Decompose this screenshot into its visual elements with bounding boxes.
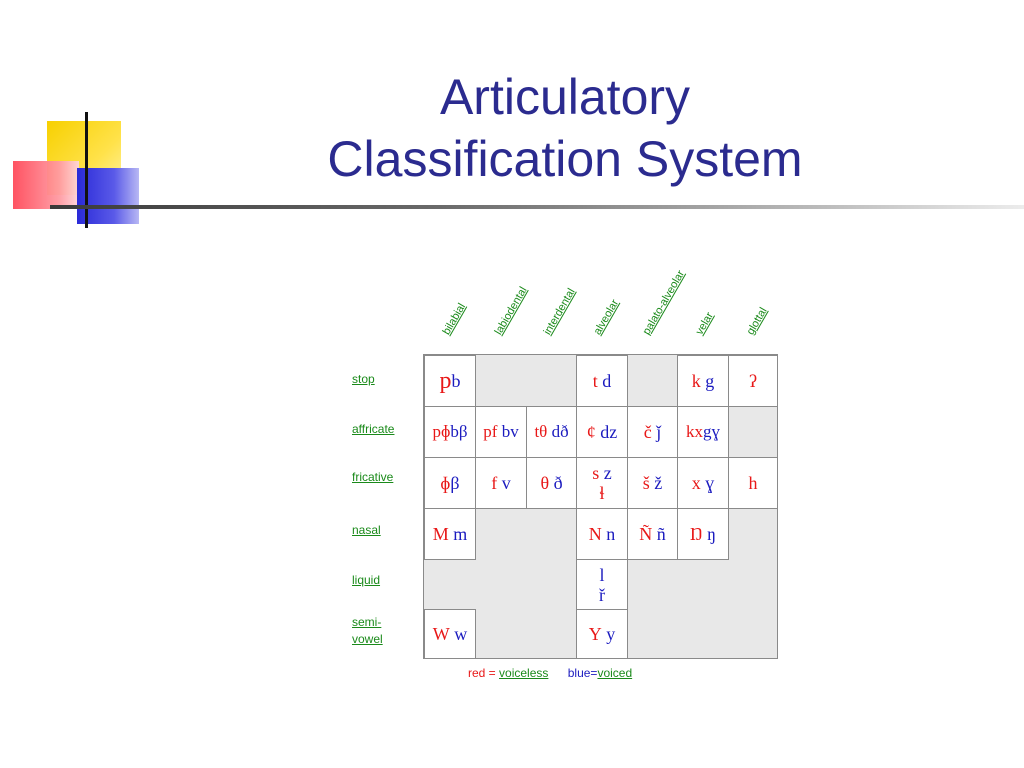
column-header-velar[interactable]: velar — [693, 310, 716, 337]
column-header-bilabial[interactable]: bilabial — [440, 301, 469, 337]
cell-stop-glottal: ʔ — [728, 355, 778, 407]
legend-red-label: red = — [468, 666, 496, 680]
cell-fricative-alveolar: s z ɬ — [576, 457, 628, 509]
legend-blue-label: blue= — [567, 666, 598, 680]
horizontal-rule-decoration — [50, 205, 1024, 209]
cell-fricative-velar: x ɣ — [677, 457, 729, 509]
legend-voiceless-link[interactable]: voiceless — [499, 666, 549, 680]
row-label-liquid[interactable]: liquid — [352, 573, 381, 587]
cell-affricate-palato-alveolar: č ǰ — [627, 406, 678, 458]
cell-nasal-alveolar: N n — [576, 508, 628, 560]
cell-fricative-labiodental: f v — [475, 457, 527, 509]
cell-fricative-palato-alveolar: š ž — [627, 457, 678, 509]
fricative-alveolar-lateral: ɬ — [599, 483, 605, 503]
cell-nasal-bilabial: M m — [424, 508, 476, 560]
liquid-l: l — [599, 565, 605, 585]
color-legend: red = voiceless blue=voiced — [468, 666, 632, 680]
cell-stop-alveolar: t d — [576, 355, 628, 407]
cell-nasal-velar: Ŋ ŋ — [677, 508, 729, 560]
red-block-decoration — [13, 161, 79, 209]
fricative-alveolar-stack: s z ɬ — [592, 463, 612, 503]
cell-stop-velar: k g — [677, 355, 729, 407]
cell-fricative-interdental: θ ð — [526, 457, 577, 509]
title-line-1: Articulatory — [439, 69, 691, 125]
column-header-palato-alveolar[interactable]: palato-alveolar — [640, 268, 688, 337]
column-header-glottal[interactable]: glottal — [744, 305, 770, 337]
row-label-stop[interactable]: stop — [352, 372, 375, 386]
column-header-alveolar[interactable]: alveolar — [591, 297, 622, 337]
cell-nasal-palato-alveolar: Ñ ñ — [627, 508, 678, 560]
vertical-rule-decoration — [85, 112, 88, 228]
title-line-2: Classification System — [327, 131, 803, 187]
slide-title: Articulatory Classification System — [250, 66, 880, 190]
cell-fricative-glottal: h — [728, 457, 778, 509]
cell-affricate-alveolar: ¢ dz — [576, 406, 628, 458]
row-label-nasal[interactable]: nasal — [352, 523, 381, 537]
row-label-semivowel[interactable]: semi- vowel — [352, 614, 383, 648]
row-label-semivowel-line2: vowel — [352, 632, 383, 646]
cell-semivowel-alveolar: Y y — [576, 609, 628, 659]
column-header-interdental[interactable]: interdental — [541, 286, 578, 337]
cell-semivowel-bilabial: W w — [424, 609, 476, 659]
row-label-fricative[interactable]: fricative — [352, 470, 394, 484]
fricative-alveolar-pair: s z — [592, 463, 612, 483]
cell-affricate-labiodental: pf bv — [475, 406, 527, 458]
legend-voiced-link[interactable]: voiced — [597, 666, 633, 680]
row-label-affricate[interactable]: affricate — [352, 422, 395, 436]
liquid-r: ř — [599, 585, 605, 605]
cell-liquid-alveolar: l ř — [576, 559, 628, 611]
column-header-labiodental[interactable]: labiodental — [492, 284, 530, 337]
row-label-semivowel-line1: semi- — [352, 615, 382, 629]
liquid-alveolar-stack: l ř — [599, 565, 605, 605]
cell-affricate-interdental: tθ dð — [526, 406, 577, 458]
